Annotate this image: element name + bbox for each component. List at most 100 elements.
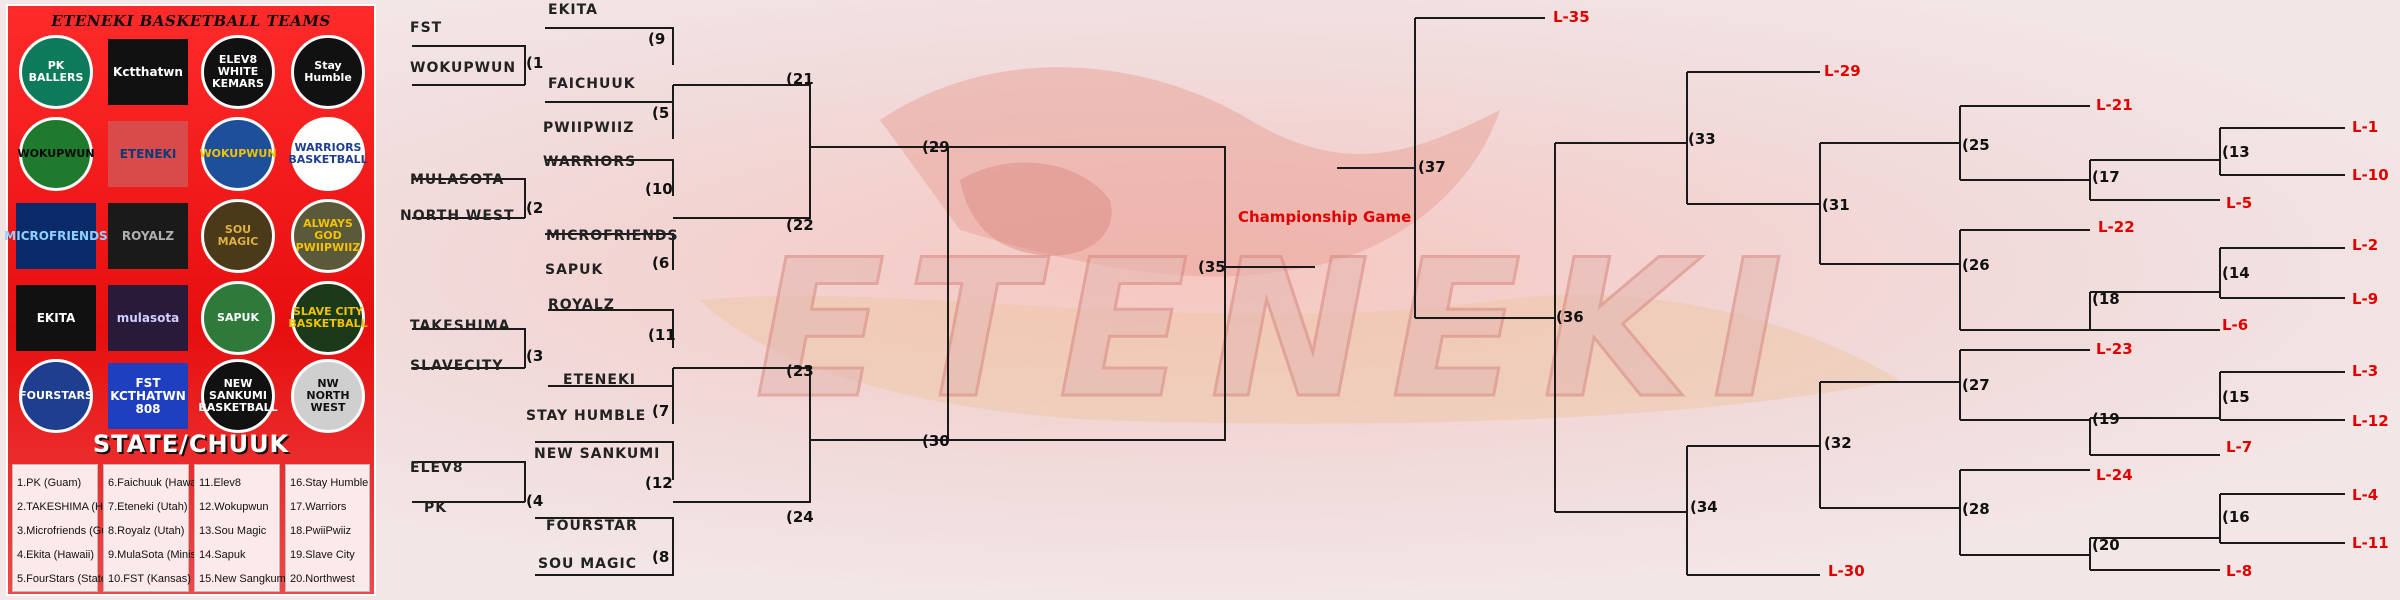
team-label: STAY HUMBLE [526,408,647,424]
loser-slot: L-23 [2096,340,2133,358]
game-number: (25 [1962,136,1990,154]
team-list-entry: 2.TAKESHIMA (Hawaii) [17,501,132,513]
team-logo: Kctthatwn [106,34,190,110]
game-number: (24 [786,508,814,526]
loser-slot: L-30 [1828,562,1865,580]
team-list-entry: 12.Wokupwun [199,501,269,513]
team-list-entry: 7.Eteneki (Utah) [108,501,188,513]
team-list-entry: 18.PwiiPwiiz [290,525,352,537]
loser-slot: L-5 [2226,194,2253,212]
championship-label: Championship Game [1238,208,1412,226]
game-number: (16 [2222,508,2250,526]
team-logo-mark: MICROFRIENDS [4,203,108,269]
team-logo: EKITA [14,280,98,356]
team-logo-mark: SAPUK [201,281,275,355]
team-logo-mark: ELEV8 WHITE KEMARS [201,35,275,109]
team-label: PK [424,500,448,516]
team-label: WOKUPWUN [410,60,517,76]
team-logo: WOKUPWUN [14,116,98,192]
team-logo-mark: ALWAYS GOD PWIIPWIIZ [291,199,365,273]
team-list-entry: 5.FourStars (State Mix) [17,573,131,585]
team-list-entry: 9.MulaSota (Minisota) [108,549,215,561]
team-logo: SLAVE CITY BASKETBALL [286,280,370,356]
game-number: (2 [526,199,544,217]
loser-slot: L-21 [2096,96,2133,114]
loser-slot: L-11 [2352,534,2389,552]
team-label: EKITA [548,2,598,18]
team-list-entry: 6.Faichuuk (Hawaii) [108,477,206,489]
eagle-wing-shape [880,67,1500,277]
game-number: (9 [648,30,666,48]
game-number: (33 [1688,130,1716,148]
loser-slot: L-6 [2222,316,2249,334]
eagle-head-shape [960,162,1112,256]
team-label: ROYALZ [548,297,615,313]
team-label: PWIIPWIIZ [543,120,635,136]
loser-slot: L-7 [2226,438,2253,456]
team-logo: ELEV8 WHITE KEMARS [196,34,280,110]
game-number: (26 [1962,256,1990,274]
game-number: (37 [1418,158,1446,176]
team-list-entry: 3.Microfriends (Guam) [17,525,127,537]
team-logo: Stay Humble [286,34,370,110]
game-number: (6 [652,254,670,272]
loser-slot: L-24 [2096,466,2133,484]
team-logo-mark: NW NORTH WEST [291,359,365,433]
team-label: FOURSTAR [546,518,638,534]
team-list-column-1: 1.PK (Guam) 2.TAKESHIMA (Hawaii) 3.Microfr… [12,464,132,592]
game-number: (17 [2092,168,2120,186]
loser-slot: L-35 [1553,8,1590,26]
loser-slot: L-22 [2098,218,2135,236]
team-label: ETENEKI [563,372,637,388]
team-logo: SOU MAGIC [196,198,280,274]
game-number: (12 [645,474,673,492]
team-logo-mark: WOKUPWUN [199,117,277,191]
game-number: (35 [1198,258,1226,276]
watermark-text: ETENEKI [755,219,1805,440]
team-logo: SAPUK [196,280,280,356]
team-logo-mark: WOKUPWUN [17,117,95,191]
loser-slot: L-12 [2352,412,2389,430]
game-number: (18 [2092,290,2120,308]
team-logo-mark: mulasota [108,285,188,351]
game-number: (10 [645,180,673,198]
team-logo-mark: Kctthatwn [108,39,188,105]
team-label: SAPUK [545,262,604,278]
team-list-entry: 4.Ekita (Hawaii) [17,549,95,561]
team-logo-mark: SOU MAGIC [201,199,275,273]
team-list-entry: 11.Elev8 [199,477,241,489]
team-logo-mark: NEW SANKUMI BASKETBALL [198,359,278,433]
team-logo: WOKUPWUN [196,116,280,192]
team-logo: WARRIORS BASKETBALL [286,116,370,192]
team-logo-mark: FST KCTHATWN 808 [108,363,188,429]
game-number: (29 [922,138,950,156]
team-list-entry: 1.PK (Guam) [17,477,82,489]
team-logo: ALWAYS GOD PWIIPWIIZ [286,198,370,274]
team-label: TAKESHIMA [410,318,511,334]
team-logo-mark: EKITA [16,285,96,351]
team-logo-mark: ROYALZ [108,203,188,269]
game-number: (30 [922,432,950,450]
game-number: (31 [1822,196,1850,214]
game-number: (22 [786,216,814,234]
game-number: (3 [526,347,544,365]
loser-slot: L-8 [2226,562,2253,580]
lower-wing-shape [700,294,1900,424]
game-number: (4 [526,492,544,510]
game-number: (5 [652,104,670,122]
game-number: (8 [652,548,670,566]
team-label: NEW SANKUMI [534,446,661,462]
team-logo: ETENEKI [106,116,190,192]
team-label: SLAVECITY [410,358,504,374]
loser-slot: L-3 [2352,362,2379,380]
game-number: (34 [1690,498,1718,516]
team-logo: MICROFRIENDS [4,198,108,274]
game-number: (28 [1962,500,1990,518]
state-label: STATE/CHUUK [92,430,290,458]
game-number: (32 [1824,434,1852,452]
team-label: MICROFRIENDS [546,228,679,244]
game-number: (27 [1962,376,1990,394]
